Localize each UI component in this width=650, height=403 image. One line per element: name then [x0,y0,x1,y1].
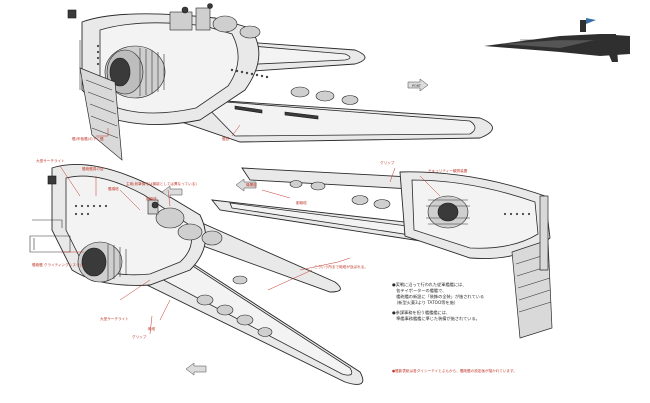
direction-arrow-2 [235,178,257,192]
engine-cylinder-top [104,45,166,99]
note-line-5: ●参謀事務を担う艦艦艦には、 [392,309,450,316]
notes-block: ●実戦に沿って行われた従軍艦艦には、 各テイポーターの艦艦で、 艦砲艦の新設に「… [392,281,484,322]
footer-note: ●艦影表紙は各ダイシーテイとぶんから、艦砲艦の設定画が描かれています。 [392,368,517,373]
callout-left-turret: 副砲塔 [146,196,157,201]
callout-right-mid: こういう所まで砲塔が及ばれる。 [314,264,368,269]
windows-bottom [74,204,108,216]
callout-right-bridge: 機関部 [246,182,257,187]
tail-fin-top [79,67,123,161]
callout-right-grip: グリップ [380,160,395,165]
callout-left-grip: グリップ [132,334,147,339]
callout-left-tower: 艦橋塔 [108,186,119,191]
turrets-right [289,180,391,209]
direction-arrow-4 [185,362,207,376]
callout-left-sub: 艦砲艦 クライティングシステム [32,262,83,267]
ship-bottom-left [29,164,364,385]
callout-left-crew: 艦砲艦員の居 [82,166,104,171]
engine-cylinder-bottom [77,241,127,283]
superstructure-top [67,3,261,39]
callout-top-bottom: 艦(甲板艦)の下に艦 [72,136,104,141]
engine-cylinder-right [426,195,470,229]
ship-top-left [67,3,493,161]
note-line-1: ●実戦に沿って行われた従軍艦艦には、 [392,281,466,288]
turrets-top [234,86,359,120]
note-line-6: 準艦事務艦艦に準じた装備が施されている。 [392,315,480,322]
callout-right-tower: 副砲塔 [296,200,307,205]
callout-left-front2: 砲塔 [148,326,156,331]
callout-left-front: 大型サーチライト [100,316,129,321]
callout-left-lights: 大型サーチライト [36,158,65,163]
arrow-label: PORT [412,84,422,88]
note-line-4: （新型火薬3より TATOO等を施） [392,299,458,306]
turrets-bottom [196,275,273,337]
direction-arrow-port: PORT [407,78,429,92]
windows-top [96,44,269,79]
callout-right-sec: セキュリティー観測装置 [428,168,468,173]
direction-arrow-3 [161,185,183,199]
windows-right [503,212,531,216]
note-line-3: 艦砲艦の新設に「装飾の全装」が施されている [392,293,484,300]
note-line-2: 各テイポーターの艦艦で、 [392,287,446,294]
superstructure-bottom [47,175,223,246]
ship-silhouette [484,18,630,62]
leader-lines [59,124,441,335]
callout-top-keel: 艦首 [222,136,230,141]
callout-left-gun-desc: 主砲(射撃機では機能としては異なっている) [126,181,197,186]
